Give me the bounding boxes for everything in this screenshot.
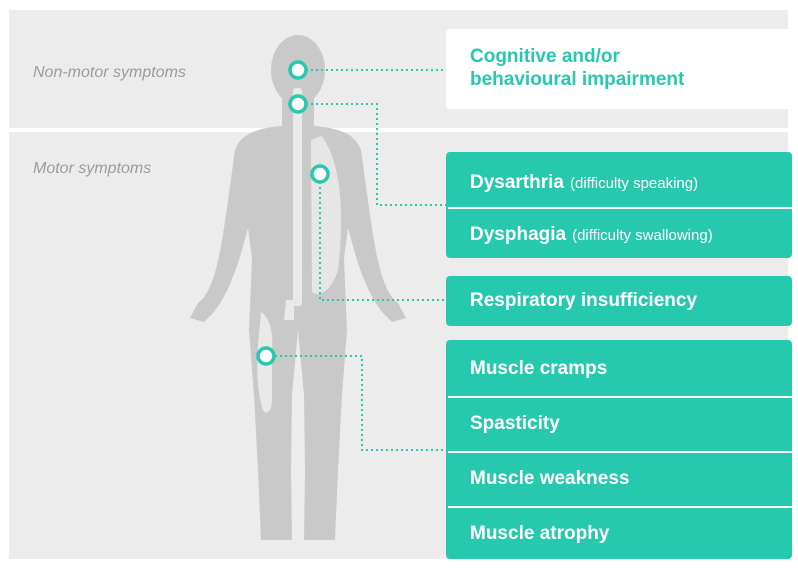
dysarthria-box: Dysarthria (difficulty speaking) — [446, 160, 792, 206]
muscle-weakness-box: Muscle weakness — [446, 453, 792, 505]
dysarthria-note: (difficulty speaking) — [570, 175, 698, 192]
cognitive-line-2: behavioural impairment — [470, 68, 795, 91]
dysphagia-box: Dysphagia (difficulty swallowing) — [446, 212, 792, 258]
throat-marker — [290, 96, 306, 112]
spasticity-label: Spasticity — [470, 413, 560, 435]
dysphagia-label: Dysphagia — [470, 224, 566, 246]
respiratory-insufficiency-box: Respiratory insufficiency — [446, 276, 792, 326]
muscle-cramps-box: Muscle cramps — [446, 344, 792, 394]
cognitive-impairment-box: Cognitive and/or behavioural impairment — [446, 29, 795, 109]
divider-dysarthria-dysphagia — [448, 207, 792, 209]
muscle-weakness-label: Muscle weakness — [470, 468, 629, 490]
cognitive-line-1: Cognitive and/or — [470, 45, 795, 68]
muscle-atrophy-box: Muscle atrophy — [446, 508, 792, 559]
muscle-atrophy-label: Muscle atrophy — [470, 523, 609, 545]
dysphagia-note: (difficulty swallowing) — [572, 227, 713, 244]
lung-marker — [312, 166, 328, 182]
brain-marker — [290, 62, 306, 78]
dysarthria-label: Dysarthria — [470, 172, 564, 194]
muscle-cramps-label: Muscle cramps — [470, 358, 607, 380]
spasticity-box: Spasticity — [446, 398, 792, 450]
respiratory-label: Respiratory insufficiency — [470, 290, 697, 312]
thigh-muscle-marker — [258, 348, 274, 364]
